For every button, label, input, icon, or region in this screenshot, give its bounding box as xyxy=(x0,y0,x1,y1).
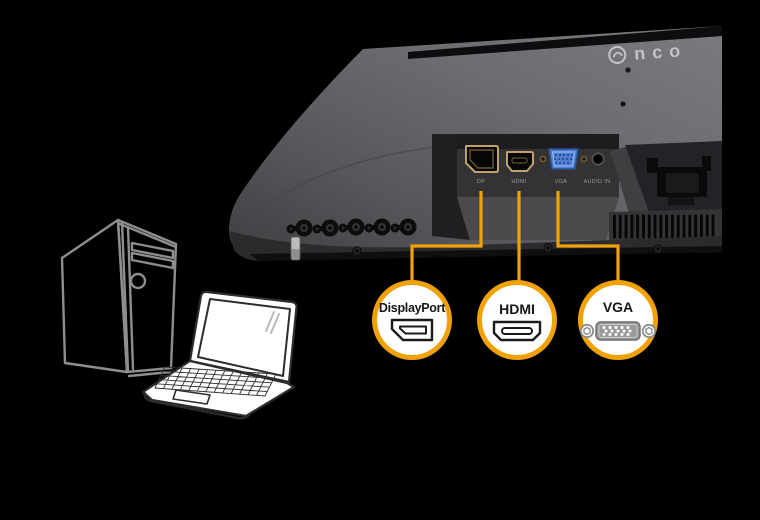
vga-connector-icon xyxy=(579,321,657,341)
logo-emblem-icon xyxy=(608,45,627,64)
tower-drive-bay xyxy=(130,241,175,260)
vga-port xyxy=(538,148,589,170)
port-label-vga: VGA xyxy=(555,179,568,185)
laptop-screen xyxy=(197,298,291,377)
tower-drive-bay xyxy=(130,251,175,270)
badge-vga: VGA xyxy=(578,280,658,360)
laptop-front-lip xyxy=(143,392,251,420)
port-label-dp: DP xyxy=(477,179,485,185)
tower-side-panel xyxy=(60,218,129,374)
badge-hdmi-label: HDMI xyxy=(499,301,535,317)
recess-left-wall xyxy=(432,134,470,240)
tower-bezel-line xyxy=(120,220,135,373)
port-label-audio-in: AUDIO IN xyxy=(584,179,611,185)
vent-grille xyxy=(609,209,722,246)
laptop-illustration xyxy=(141,290,298,420)
hinge-wedge xyxy=(610,146,652,213)
badge-displayport: DisplayPort xyxy=(372,280,452,360)
hdmi-connector-icon xyxy=(492,320,542,342)
stand-release-latch xyxy=(290,236,301,261)
laptop-touchpad xyxy=(172,389,211,405)
laptop-keyboard-grid xyxy=(154,366,277,397)
tower-power-button xyxy=(129,272,147,290)
callout-line-vga xyxy=(556,191,620,281)
badge-vga-label: VGA xyxy=(602,299,634,315)
callout-lines xyxy=(410,191,620,281)
badge-hdmi: HDMI xyxy=(477,280,557,360)
displayport-connector-icon xyxy=(390,319,434,342)
recess-floor xyxy=(457,197,619,240)
tower-top-edge xyxy=(118,222,178,249)
audio-in-port xyxy=(591,152,605,166)
callout-line-displayport xyxy=(410,191,483,281)
desktop-tower-illustration xyxy=(60,218,178,378)
logo-text: nco xyxy=(634,40,688,64)
bottom-lip xyxy=(250,246,722,261)
tower-bottom-edge xyxy=(127,370,172,378)
chassis-screws xyxy=(352,67,663,256)
logo-emblem-mark xyxy=(612,51,623,58)
monitor-rear-panel: DP HDMI VGA AUDIO IN xyxy=(229,26,722,261)
port-labels: DP HDMI VGA AUDIO IN xyxy=(477,179,611,185)
aoc-logo: nco xyxy=(608,40,688,64)
monitor-seam-curve xyxy=(259,146,437,209)
keyhole-knobs xyxy=(286,218,417,237)
stand-mount xyxy=(625,141,722,212)
port-label-hdmi: HDMI xyxy=(511,179,526,185)
monitor-top-edge-strip xyxy=(408,26,722,59)
tower-front-panel xyxy=(116,218,178,374)
badge-displayport-label: DisplayPort xyxy=(378,300,446,315)
laptop-screen-reflection xyxy=(265,311,280,334)
port-recess xyxy=(432,134,619,240)
displayport-port xyxy=(465,145,499,173)
hdmi-port xyxy=(506,151,534,172)
